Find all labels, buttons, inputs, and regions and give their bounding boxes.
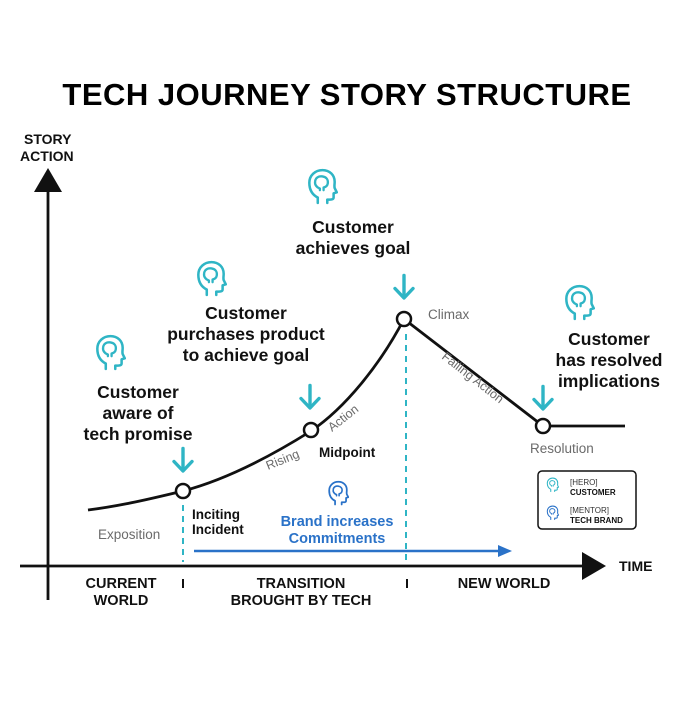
callout-line: has resolved (556, 350, 663, 370)
hero-head-icon (197, 260, 227, 297)
y-axis-arrow-icon (34, 168, 62, 192)
legend-hero-name: CUSTOMER (570, 488, 616, 497)
brand-text-line2: Commitments (289, 531, 386, 547)
stage-climax: Climax (428, 307, 470, 322)
world-current-line2: WORLD (94, 593, 149, 609)
callout-line: to achieve goal (183, 345, 309, 365)
right-arrow-icon (498, 545, 512, 557)
brand-text-line1: Brand increases (281, 514, 394, 530)
callout-resolved: Customer has resolved implications (556, 329, 663, 391)
stage-rising: Rising (264, 447, 301, 473)
midpoint-point (302, 421, 320, 439)
callout-aware: Customer aware of tech promise (84, 382, 193, 444)
y-axis-label-line2: ACTION (20, 148, 74, 164)
page-title: TECH JOURNEY STORY STRUCTURE (62, 77, 631, 112)
world-new: NEW WORLD (458, 576, 551, 592)
inciting-incident-label-line1: Inciting (192, 507, 240, 522)
inciting-incident-point (174, 482, 192, 500)
callout-line: implications (558, 371, 660, 391)
hero-head-icon (565, 284, 595, 321)
callout-line: Customer (568, 329, 650, 349)
callout-line: Customer (97, 382, 179, 402)
inciting-incident-label-line2: Incident (192, 522, 244, 537)
down-arrow-icon (299, 383, 321, 410)
callout-goal: Customer achieves goal (296, 217, 411, 258)
legend-box (537, 470, 637, 530)
x-axis (20, 552, 606, 580)
stage-falling-action: Falling Action (439, 349, 506, 406)
world-transition-line2: BROUGHT BY TECH (231, 593, 372, 609)
y-axis (34, 168, 62, 600)
stage-exposition: Exposition (98, 527, 160, 542)
x-axis-label: TIME (619, 558, 652, 574)
midpoint-label: Midpoint (319, 445, 376, 460)
hero-head-icon (308, 168, 338, 205)
legend-mentor-name: TECH BRAND (570, 516, 623, 525)
world-transition-line1: TRANSITION (257, 576, 346, 592)
resolution-point (534, 417, 552, 435)
legend-mentor-role: [MENTOR] (570, 506, 609, 515)
climax-point (395, 310, 413, 328)
callout-line: Customer (312, 217, 394, 237)
hero-head-icon (96, 334, 126, 371)
callout-line: purchases product (167, 324, 325, 344)
legend-hero-role: [HERO] (570, 478, 598, 487)
legend: [HERO] CUSTOMER [MENTOR] TECH BRAND (537, 470, 637, 530)
down-arrow-icon (532, 384, 554, 411)
x-axis-arrow-icon (582, 552, 606, 580)
callout-line: aware of (103, 403, 174, 423)
callout-line: tech promise (84, 424, 193, 444)
down-arrow-icon (172, 446, 194, 473)
callout-line: Customer (205, 303, 287, 323)
callout-line: achieves goal (296, 238, 411, 258)
brand-commitment-arrow (194, 545, 512, 557)
callout-purchase: Customer purchases product to achieve go… (167, 303, 325, 365)
down-arrow-icon (393, 273, 415, 300)
y-axis-label-line1: STORY (24, 131, 72, 147)
stage-resolution: Resolution (530, 441, 594, 456)
story-curve (87, 317, 625, 512)
mentor-head-icon (328, 480, 349, 506)
world-current-line1: CURRENT (86, 576, 157, 592)
stage-action: Action (325, 402, 361, 434)
